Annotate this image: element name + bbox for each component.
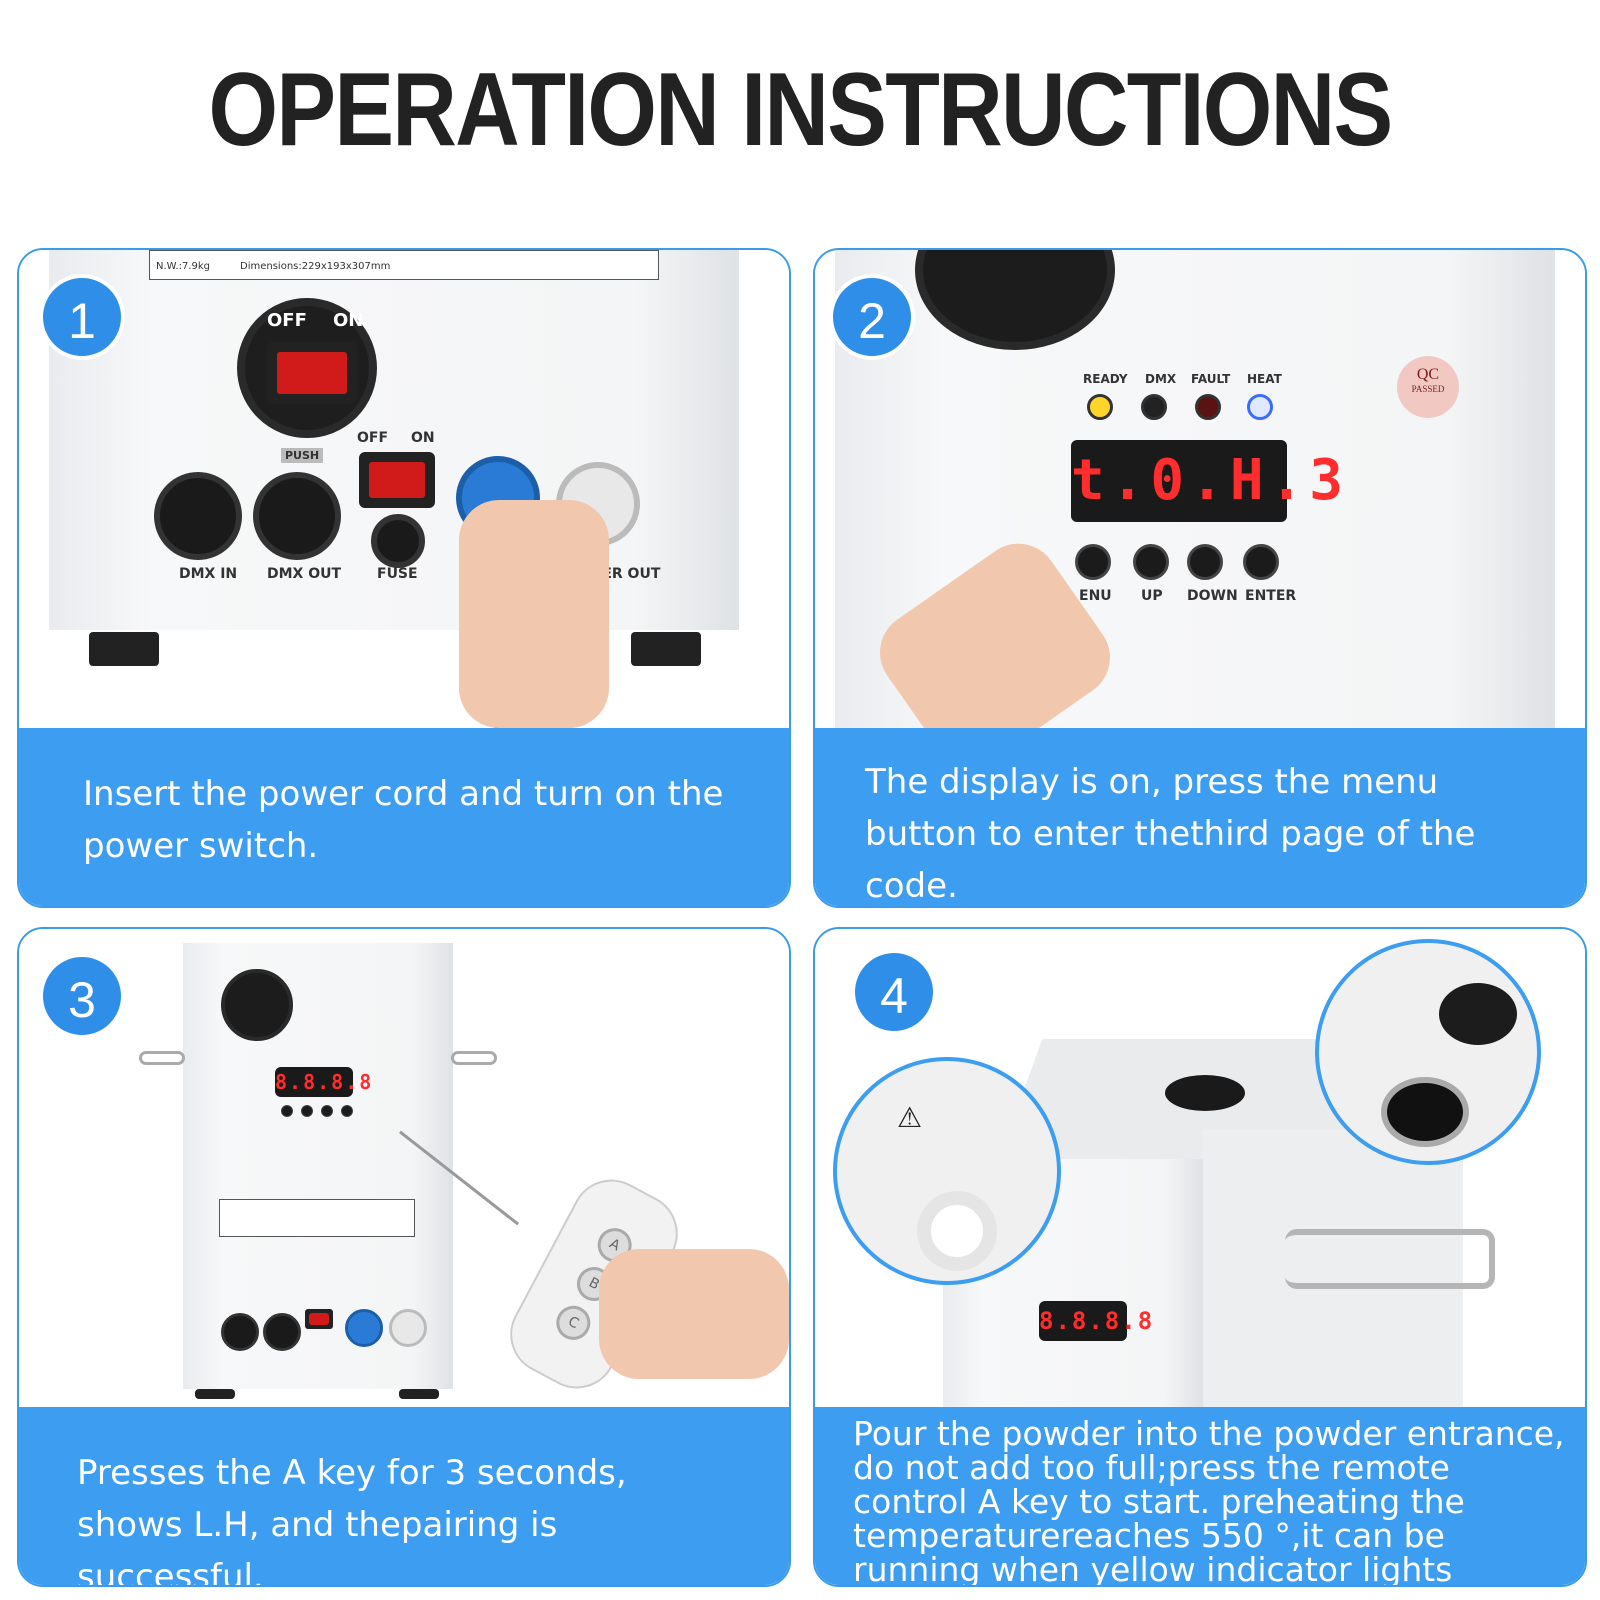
left-handle [139, 1051, 185, 1065]
power-out-port[interactable] [389, 1309, 427, 1347]
step-2-caption-bar: The display is on, press the menu button… [815, 728, 1585, 906]
hand [459, 500, 609, 728]
warning-icon: ⚠ [897, 1101, 923, 1134]
main-on-label: ON [333, 310, 364, 331]
down-button[interactable] [1187, 544, 1223, 580]
right-handle [451, 1051, 497, 1065]
zoom-powder-inlet: ⚠ [833, 1057, 1061, 1285]
fault-label: FAULT [1191, 372, 1231, 386]
step-number-badge: 2 [829, 274, 915, 360]
power-in-port[interactable] [345, 1309, 383, 1347]
step-4-photo: 8.8.8.8 ⚠ [815, 929, 1585, 1407]
weight-text: N.W.:7.9kg [156, 261, 210, 272]
led-display: 8.8.8.8 [275, 1067, 371, 1097]
step-2-photo: READY DMX FAULT HEAT t.0.H.3 ENU UP DOWN… [815, 250, 1585, 728]
step-2-caption: The display is on, press the menu button… [865, 762, 1476, 906]
push-tab: PUSH [281, 448, 324, 463]
led-display: t.0.H.3 [1071, 440, 1343, 522]
device-side [1203, 1129, 1463, 1407]
step-number-badge: 3 [39, 953, 125, 1039]
zoom-cap-removed [1315, 939, 1541, 1165]
side-handle [1285, 1229, 1495, 1289]
hand [599, 1249, 789, 1379]
ready-label: READY [1083, 372, 1128, 386]
menu-button[interactable] [1075, 544, 1111, 580]
heat-label: HEAT [1247, 372, 1282, 386]
main-off-label: OFF [267, 310, 307, 331]
step-card-4: 8.8.8.8 ⚠ 4 Pour the powder into the pow… [813, 927, 1587, 1587]
enter-button[interactable] [1243, 544, 1279, 580]
cooling-fan [221, 969, 293, 1041]
step-card-1: N.W.:7.9kg Dimensions:229x193x307mm OFF … [17, 248, 791, 908]
dmx-in-label: DMX IN [179, 566, 238, 582]
dmx-led [1141, 394, 1167, 420]
step-card-2: READY DMX FAULT HEAT t.0.H.3 ENU UP DOWN… [813, 248, 1587, 908]
step-number-badge: 1 [39, 274, 125, 360]
remote-key-c[interactable]: C [550, 1299, 597, 1346]
down-button[interactable] [321, 1105, 333, 1117]
dmx-out-label: DMX OUT [267, 566, 342, 582]
menu-button[interactable] [281, 1105, 293, 1117]
step-number-badge: 4 [851, 949, 937, 1035]
secondary-switch[interactable] [359, 452, 435, 508]
rubber-cap [1439, 983, 1517, 1045]
powder-inlet [917, 1191, 997, 1271]
dimensions-text: Dimensions:229x193x307mm [240, 261, 391, 272]
up-button[interactable] [301, 1105, 313, 1117]
step-1-caption: Insert the power cord and turn on the po… [83, 774, 724, 866]
down-label: DOWN [1187, 588, 1238, 604]
device-foot [89, 632, 159, 666]
dmx-in-port[interactable] [221, 1313, 259, 1351]
device-foot [631, 632, 701, 666]
spec-label [219, 1199, 415, 1237]
step-4-caption: Pour the powder into the powder entrance… [853, 1414, 1565, 1587]
dmx-in-port[interactable] [154, 472, 242, 560]
spec-label: N.W.:7.9kg Dimensions:229x193x307mm [149, 250, 659, 280]
ready-led [1087, 394, 1113, 420]
led-display: 8.8.8.8 [1039, 1301, 1152, 1341]
step-1-caption-bar: Insert the power cord and turn on the po… [19, 728, 789, 906]
power-switch[interactable] [305, 1309, 333, 1329]
up-button[interactable] [1133, 544, 1169, 580]
powder-cap [1165, 1075, 1245, 1111]
up-label: UP [1141, 588, 1163, 604]
open-inlet [1381, 1077, 1469, 1147]
step-3-caption-bar: Presses the A key for 3 seconds, shows L… [19, 1407, 789, 1587]
step-card-3: 8.8.8.8 A B C 3 Presses the A key for 3 … [17, 927, 791, 1587]
main-power-switch[interactable] [267, 342, 357, 404]
device-foot [195, 1389, 235, 1399]
dmx-out-port[interactable] [263, 1313, 301, 1351]
fuse-label: FUSE [377, 566, 418, 582]
small-off-label: OFF [357, 430, 389, 446]
small-on-label: ON [411, 430, 435, 446]
passed-text: PASSED [1411, 384, 1445, 394]
page-title: OPERATION INSTRUCTIONS [208, 52, 1394, 168]
dmx-out-port[interactable] [253, 472, 341, 560]
step-3-photo: 8.8.8.8 A B C [19, 929, 789, 1407]
dmx-indicator-label: DMX [1145, 372, 1177, 386]
step-4-caption-bar: Pour the powder into the powder entrance… [815, 1407, 1585, 1587]
enter-button[interactable] [341, 1105, 353, 1117]
menu-label: ENU [1079, 588, 1112, 604]
qc-passed-sticker: QC PASSED [1397, 356, 1459, 418]
step-3-caption: Presses the A key for 3 seconds, shows L… [77, 1453, 627, 1587]
fault-led [1195, 394, 1221, 420]
device-foot [399, 1389, 439, 1399]
fuse-holder[interactable] [371, 514, 425, 568]
enter-label: ENTER [1245, 588, 1297, 604]
qc-text: QC [1416, 366, 1440, 383]
heat-led [1247, 394, 1273, 420]
step-1-photo: N.W.:7.9kg Dimensions:229x193x307mm OFF … [19, 250, 789, 728]
